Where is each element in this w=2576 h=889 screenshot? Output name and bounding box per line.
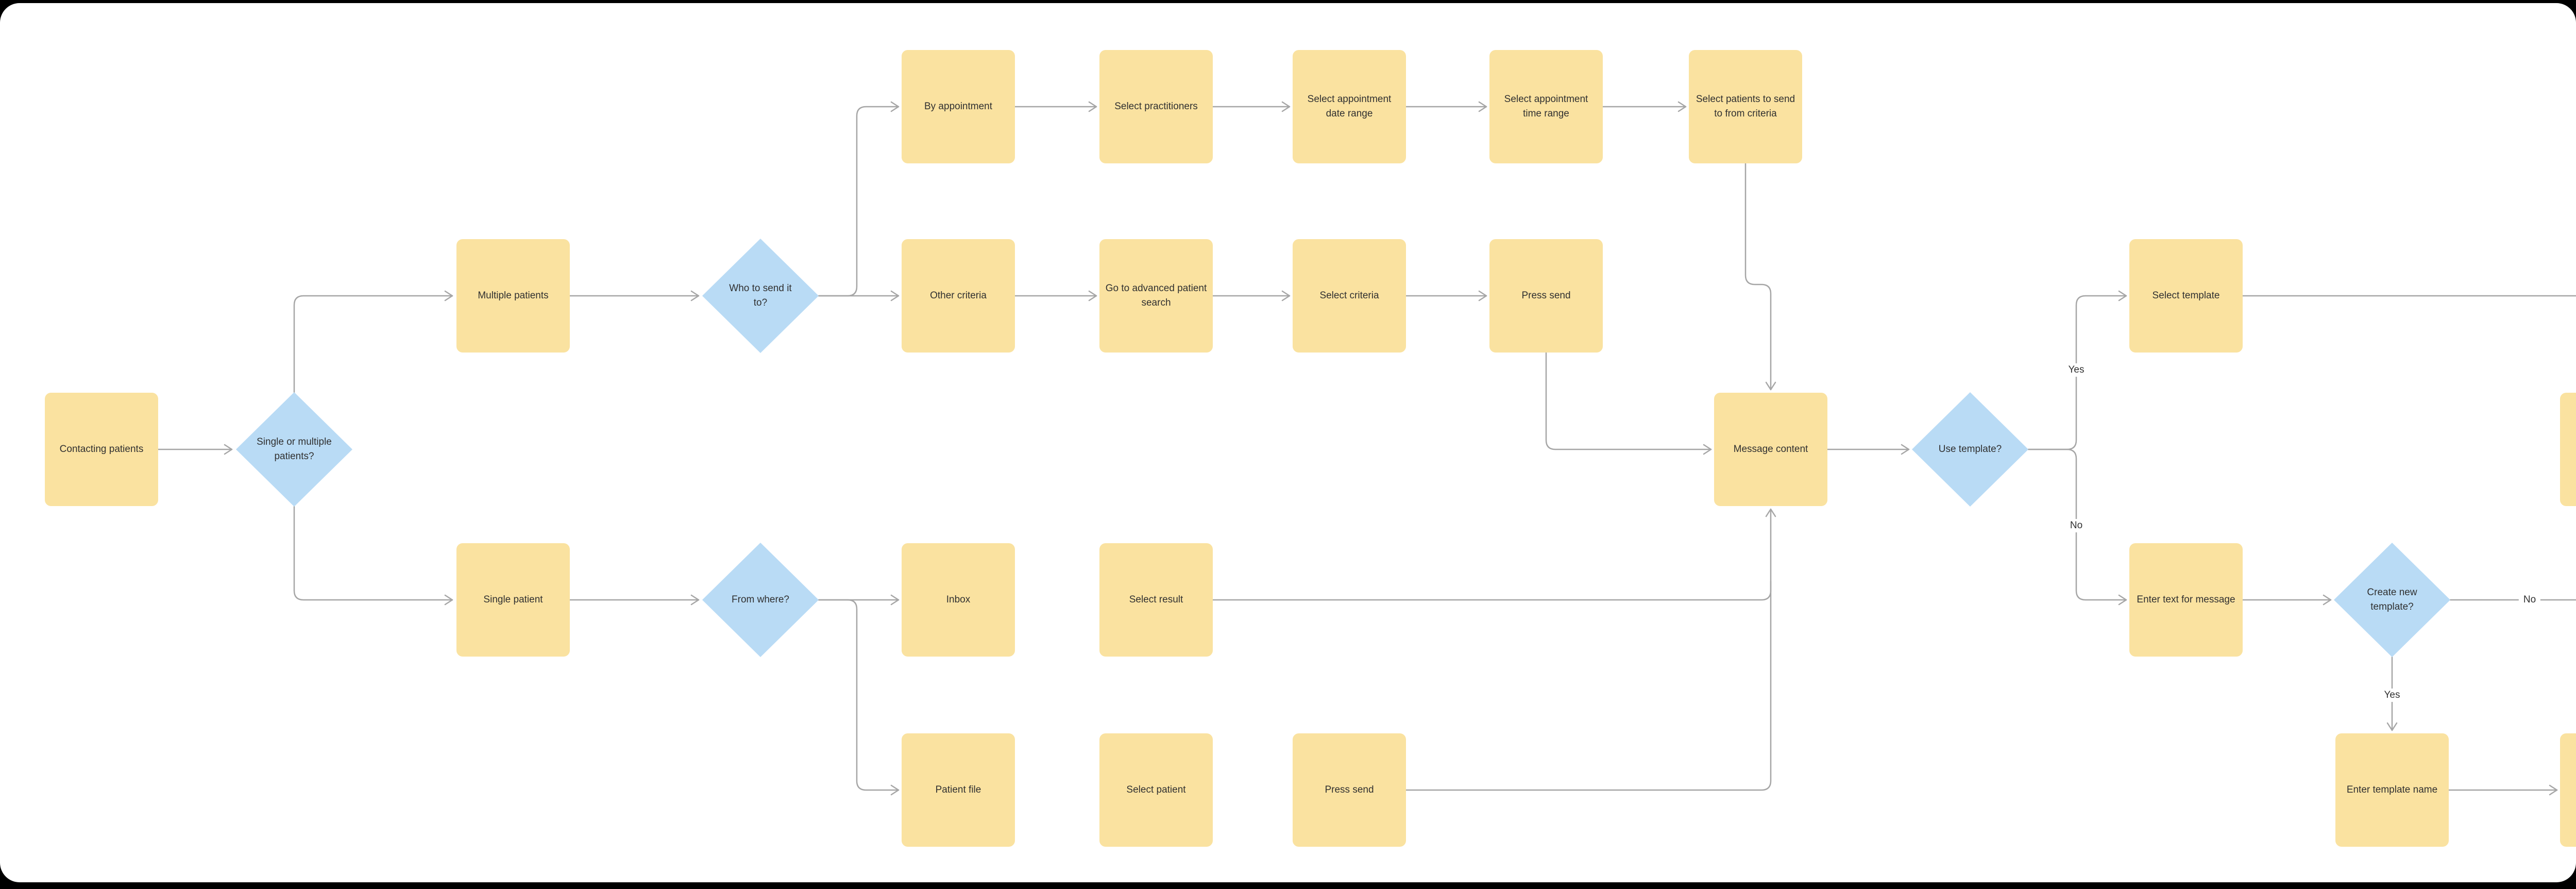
process-node-press-send-criteria[interactable]: Press send bbox=[1489, 239, 1603, 353]
node-label: Select appointment time range bbox=[1504, 93, 1588, 120]
edge-from-where--patient-file bbox=[818, 599, 900, 796]
node-label: By appointment bbox=[924, 100, 993, 112]
node-layer: Contacting patients Single or multiple pa… bbox=[0, 3, 2576, 882]
edge-who-to-send--by-appointment bbox=[818, 101, 900, 297]
process-node-by-appointment[interactable]: By appointment bbox=[902, 50, 1015, 163]
process-node-press-send-patient[interactable]: Press send bbox=[1293, 733, 1406, 847]
edge-press-send-criteria--message-content bbox=[1545, 351, 1712, 455]
diamond-shape bbox=[236, 392, 352, 507]
decision-node-use-template[interactable]: Use template? bbox=[1912, 392, 2028, 507]
edge-press-send-patient--message-content bbox=[1405, 508, 1776, 791]
node-label: Other criteria bbox=[930, 290, 987, 301]
node-label: From where? bbox=[732, 594, 789, 605]
node-label: Patient file bbox=[935, 784, 981, 795]
edge-label-no-1[interactable]: No bbox=[2065, 519, 2088, 532]
node-label: Single or multiple patients? bbox=[257, 436, 332, 462]
node-label: Press send bbox=[1325, 784, 1374, 795]
node-label: Press send bbox=[1521, 290, 1571, 301]
diamond-shape bbox=[2334, 543, 2450, 657]
node-label: Create new template? bbox=[2367, 586, 2417, 613]
process-node-enter-template-name[interactable]: Enter template name bbox=[2335, 733, 2449, 847]
decision-node-create-new-template[interactable]: Create new template? bbox=[2334, 543, 2450, 657]
edge-label-yes-3[interactable]: Yes bbox=[2379, 689, 2405, 702]
decision-node-single-or-multiple[interactable]: Single or multiple patients? bbox=[236, 392, 352, 507]
diamond-shape bbox=[1912, 392, 2028, 507]
process-node-enter-text-for-message[interactable]: Enter text for message bbox=[2129, 543, 2243, 657]
node-label: Multiple patients bbox=[478, 290, 549, 301]
process-node-other-criteria[interactable]: Other criteria bbox=[902, 239, 1015, 353]
node-label: Enter text for message bbox=[2137, 594, 2235, 605]
process-node-select-appointment-date-range[interactable]: Select appointment date range bbox=[1293, 50, 1406, 163]
process-node-save-template[interactable]: Save template bbox=[2560, 733, 2576, 847]
process-node-select-patient[interactable]: Select patient bbox=[1099, 733, 1213, 847]
whiteboard-canvas: Contacting patients Single or multiple pa… bbox=[0, 3, 2576, 882]
node-label: Message content bbox=[1733, 443, 1808, 455]
node-label: Select patient bbox=[1126, 784, 1186, 795]
process-node-message-content[interactable]: Message content bbox=[1714, 393, 1827, 506]
node-label: Select practitioners bbox=[1114, 100, 1198, 112]
process-node-select-criteria[interactable]: Select criteria bbox=[1293, 239, 1406, 353]
edge-label-no-2[interactable]: No bbox=[2518, 593, 2541, 607]
process-node-select-appointment-time-range[interactable]: Select appointment time range bbox=[1489, 50, 1603, 163]
node-label: Select criteria bbox=[1319, 290, 1379, 301]
process-node-go-to-advanced-patient-search[interactable]: Go to advanced patient search bbox=[1099, 239, 1213, 353]
process-node-contacting-patients[interactable]: Contacting patients bbox=[45, 393, 158, 506]
process-node-patient-file[interactable]: Patient file bbox=[902, 733, 1015, 847]
node-label: Who to send it to? bbox=[729, 282, 792, 309]
process-node-select-template[interactable]: Select template bbox=[2129, 239, 2243, 353]
process-node-single-patient[interactable]: Single patient bbox=[456, 543, 570, 657]
process-node-select-practitioners[interactable]: Select practitioners bbox=[1099, 50, 1213, 163]
decision-node-from-where[interactable]: From where? bbox=[702, 543, 819, 657]
node-label: Contacting patients bbox=[59, 443, 144, 455]
edge-single-or-multiple--single-patient bbox=[293, 506, 453, 606]
node-label: Select result bbox=[1129, 594, 1183, 605]
node-label: Select appointment date range bbox=[1307, 93, 1392, 120]
node-label: Single patient bbox=[483, 594, 543, 605]
process-node-multiple-patients[interactable]: Multiple patients bbox=[456, 239, 570, 353]
process-node-select-result[interactable]: Select result bbox=[1099, 543, 1213, 657]
edge-select-patients-to-send--message-content bbox=[1744, 162, 1776, 391]
diamond-shape bbox=[702, 239, 819, 353]
process-node-send-message[interactable]: Send message bbox=[2560, 393, 2576, 506]
edge-label-yes-0[interactable]: Yes bbox=[2063, 363, 2089, 377]
node-label: Select patients to send to from criteria bbox=[1696, 93, 1795, 120]
edge-single-or-multiple--multiple-patients bbox=[293, 290, 453, 393]
node-label: Enter template name bbox=[2346, 784, 2438, 795]
diamond-shape bbox=[702, 543, 819, 657]
process-node-select-patients-to-send[interactable]: Select patients to send to from criteria bbox=[1689, 50, 1802, 163]
node-label: Go to advanced patient search bbox=[1105, 282, 1207, 309]
node-label: Select template bbox=[2152, 290, 2220, 301]
process-node-inbox[interactable]: Inbox bbox=[902, 543, 1015, 657]
node-label: Use template? bbox=[1938, 443, 2002, 455]
node-label: Inbox bbox=[946, 594, 971, 605]
decision-node-who-to-send[interactable]: Who to send it to? bbox=[702, 239, 819, 353]
